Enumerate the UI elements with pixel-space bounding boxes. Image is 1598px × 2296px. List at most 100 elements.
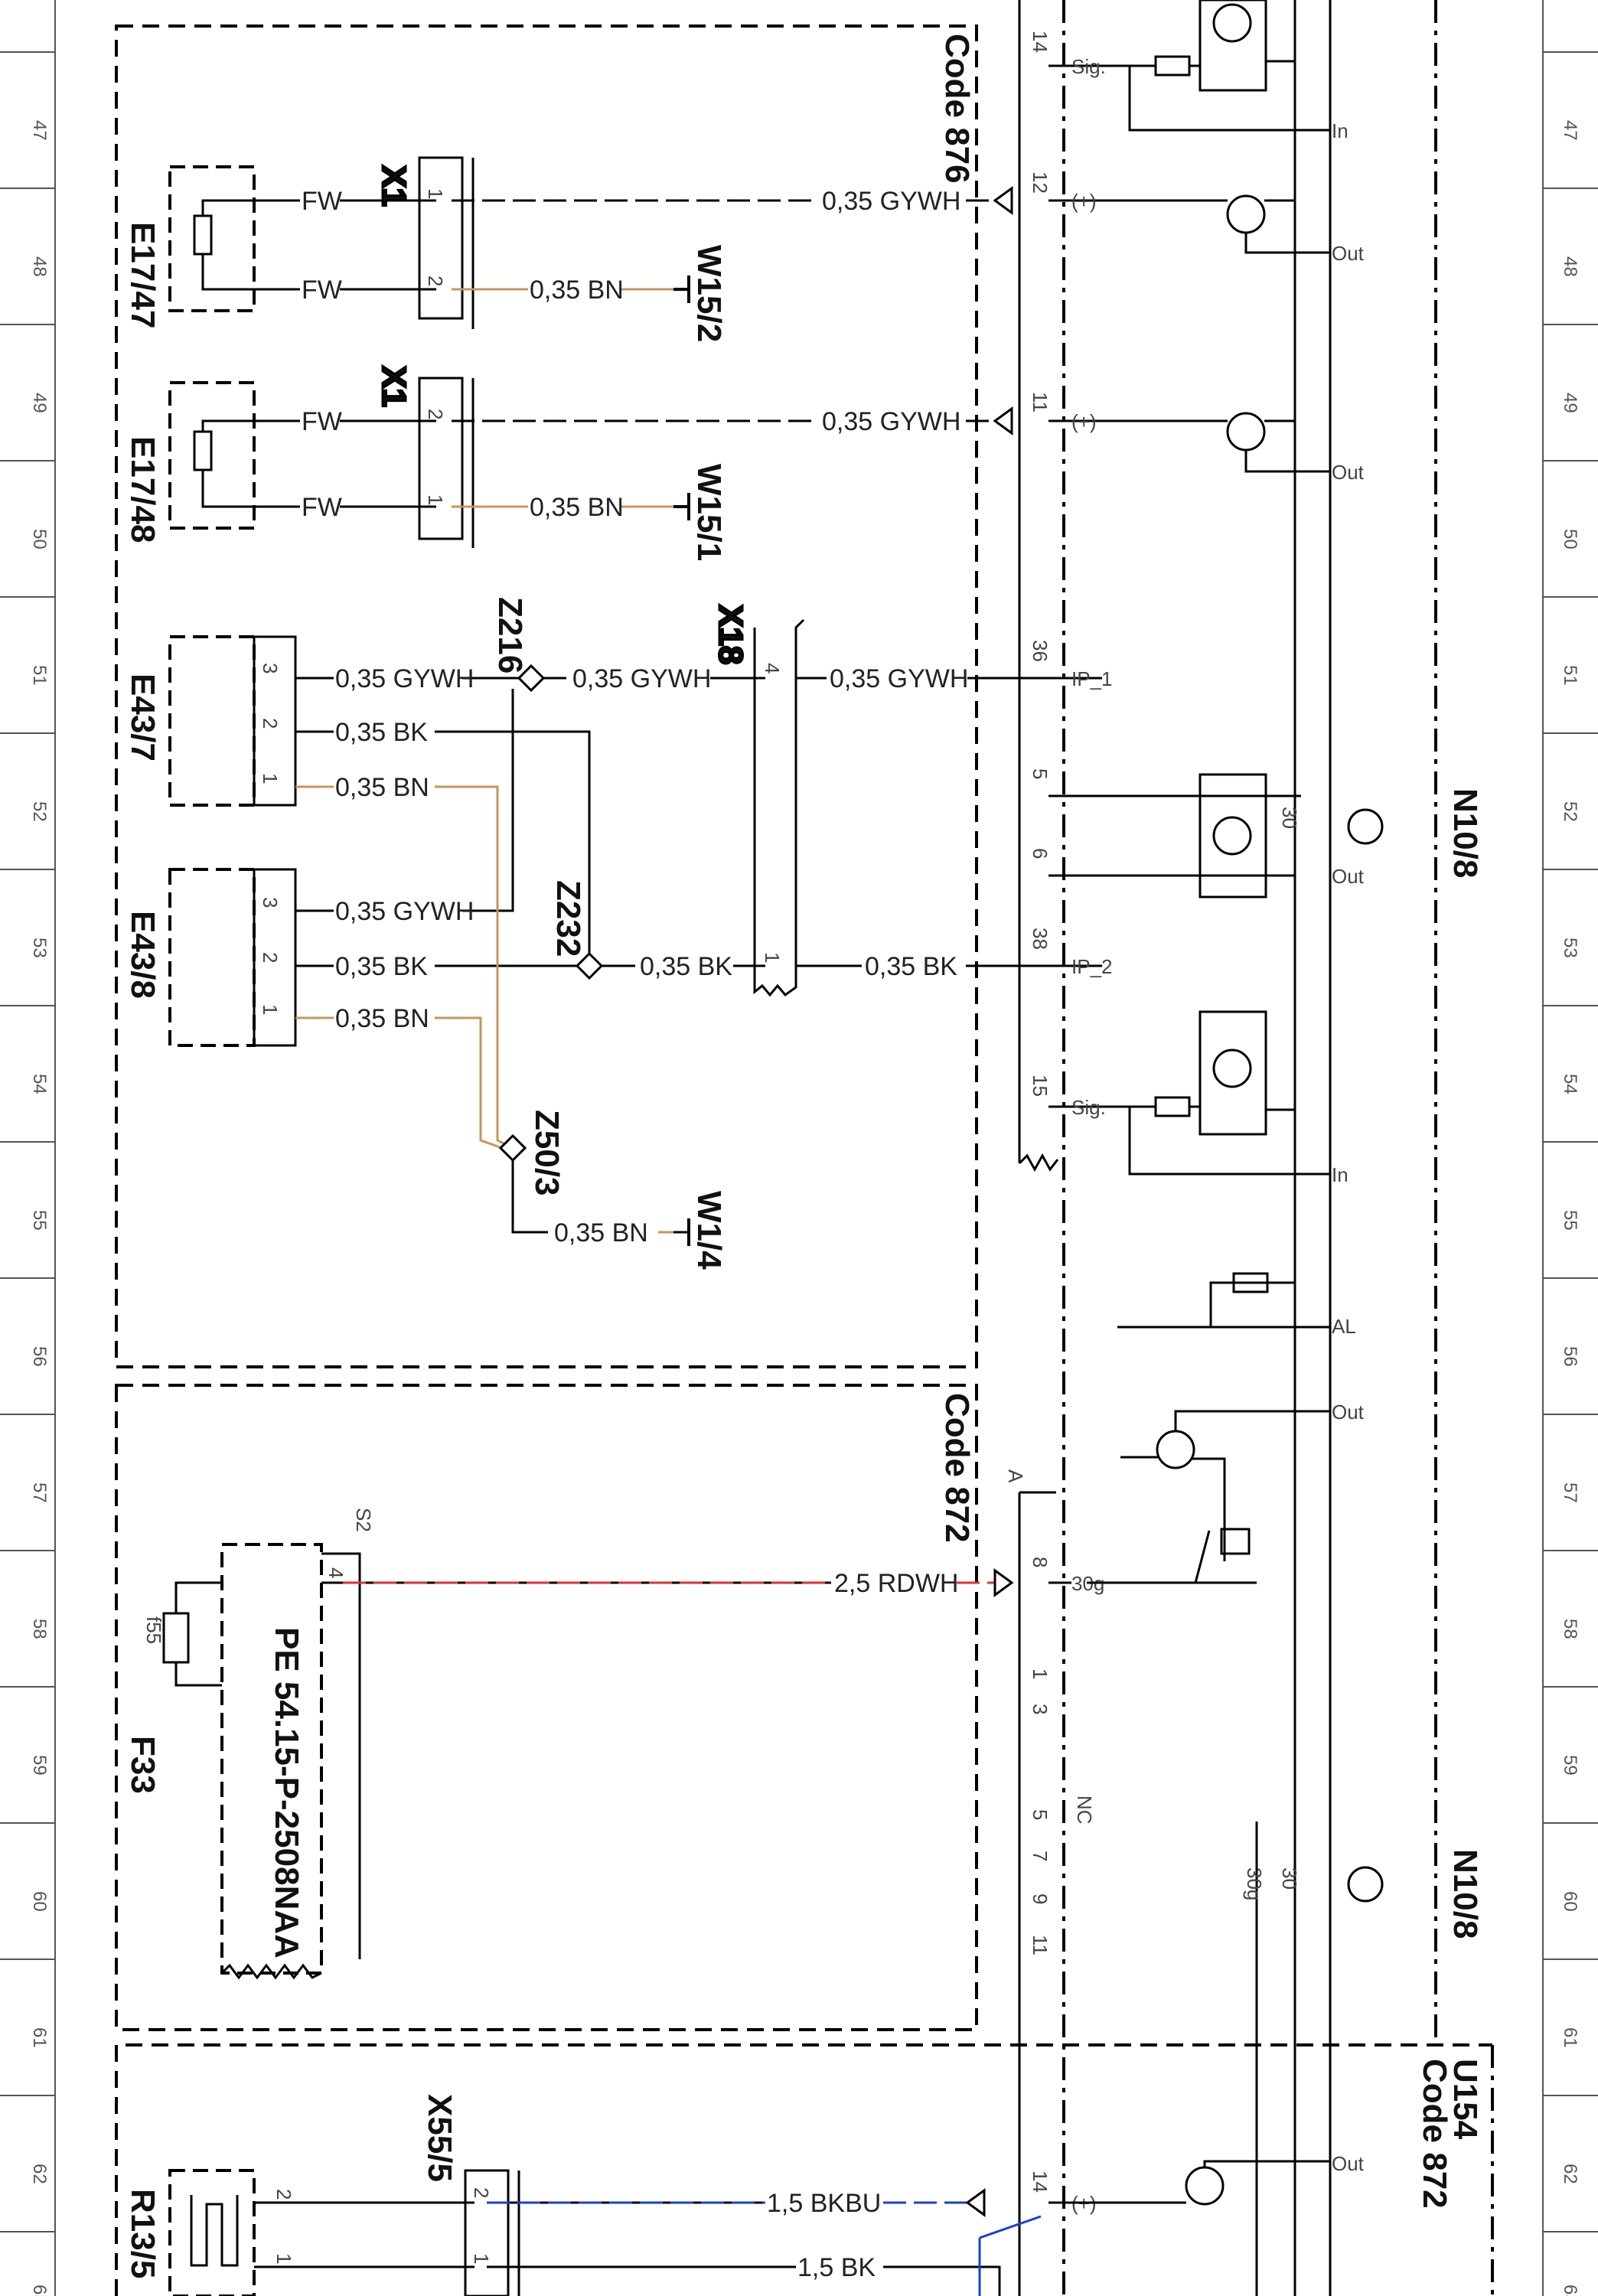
ground-symbols [673, 276, 690, 520]
ruler-number: 63 [29, 2285, 50, 2296]
z216-splice [517, 664, 546, 693]
connector-pin: 3 [259, 663, 282, 673]
e17-47-lamp: E17/47 [124, 165, 256, 328]
ruler-number: 47 [29, 120, 50, 141]
e43-8-label: E43/8 [124, 911, 161, 999]
x1-label-a: X1 [375, 165, 413, 207]
ruler-number: 48 [1560, 256, 1580, 277]
module-pin-stubs [1048, 64, 1301, 2204]
wire-label-bn: 0,35 BN [554, 1218, 648, 1247]
e17-48-label: E17/48 [124, 436, 161, 543]
ruler-number: 59 [29, 1755, 50, 1776]
connector-pin: 1 [259, 1004, 282, 1015]
n10-8-label: N10/8 [1446, 788, 1484, 878]
left-ruler-numbers: 47 48 49 50 51 52 53 54 55 56 57 58 59 6… [29, 120, 50, 2296]
wire-label-fw: FW [302, 276, 342, 305]
ruler-number: 56 [29, 1346, 50, 1367]
pin-number: 3 [1029, 1704, 1052, 1714]
ruler-number: 57 [29, 1482, 50, 1503]
ruler-number: 54 [29, 1074, 50, 1094]
e43-black-wires [295, 677, 1048, 1234]
bk15-wire [883, 2265, 1001, 2296]
connector-pin: 1 [259, 773, 282, 784]
ruler-number: 47 [1560, 120, 1580, 141]
wire-label-fw: FW [302, 407, 342, 436]
ruler-number: 57 [1560, 1482, 1580, 1503]
pe-reference: PE 54.15-P-2508NAA [268, 1627, 305, 1958]
e43-8-lamp: E43/8 [124, 868, 297, 1047]
x1-connector-b: X1 [374, 365, 475, 548]
wire-label-gywh: 0,35 GYWH [830, 664, 968, 693]
io-label-in: In [1332, 1163, 1349, 1186]
connector-pin: 1 [761, 952, 784, 963]
wire-label-fw: FW [302, 493, 342, 522]
u154-label: U154 [1446, 2059, 1484, 2140]
ruler-number: 51 [1560, 665, 1580, 686]
connector-pin: 2 [470, 2187, 493, 2198]
pin-function-nc: NC [1073, 1795, 1096, 1825]
pin-number: 12 [1029, 171, 1052, 194]
w15-1-label: W15/1 [690, 464, 728, 561]
ruler-number: 61 [29, 2027, 50, 2048]
wire-label-bn: 0,35 BN [335, 773, 429, 802]
ruler-number: 63 [1560, 2285, 1580, 2296]
code-872-label-middle: Code 872 [938, 1393, 976, 1543]
io-label-out: Out [1332, 2152, 1365, 2175]
io-label-out: Out [1332, 242, 1365, 265]
connector-pin: 4 [761, 663, 784, 673]
r13-5-label: R13/5 [124, 2189, 161, 2278]
n10-8-label: N10/8 [1446, 1849, 1484, 1939]
code-876-label: Code 876 [938, 34, 976, 184]
wire-label-bkbu: 1,5 BKBU [767, 2189, 881, 2218]
connector-pin: 4 [324, 1567, 347, 1578]
x55-5-connector [464, 2169, 520, 2296]
pin-number: 15 [1029, 1075, 1052, 1097]
pin-number: 11 [1029, 392, 1052, 413]
wire-label-bk15: 1,5 BK [797, 2253, 876, 2282]
left-ruler [0, 0, 56, 2296]
wire-label-bn: 0,35 BN [530, 276, 624, 305]
pin-function-sig: Sig. [1071, 1096, 1106, 1119]
pin-function-plus: (+) [1071, 410, 1097, 433]
fw-wires [254, 199, 436, 508]
e17-48-lamp: E17/48 [124, 381, 256, 543]
right-ruler-numbers: 47 48 49 50 51 52 53 54 55 56 57 58 59 6… [1560, 120, 1580, 2296]
r13-5-heater [168, 2169, 256, 2296]
pin-number: 5 [1029, 768, 1052, 779]
pin-number: 7 [1029, 1851, 1052, 1861]
e17-47-label: E17/47 [124, 222, 161, 328]
x1-connector-a: X1 [374, 156, 475, 329]
wire-label-bn: 0,35 BN [335, 1004, 429, 1033]
gywh-dashed-wires [452, 199, 998, 422]
x18-connector: X18 [711, 604, 805, 997]
z232-label: Z232 [550, 880, 587, 957]
connector-pin: 2 [259, 952, 282, 963]
pin-number: 14 [1029, 2170, 1052, 2193]
wire-label-gywh: 0,35 GYWH [572, 664, 711, 693]
z216-label: Z216 [491, 597, 529, 673]
pin-number: 1 [1029, 1668, 1052, 1679]
ruler-number: 53 [1560, 938, 1580, 958]
right-ruler [1542, 0, 1598, 2296]
pin-number: 11 [1029, 1935, 1052, 1955]
u154-frame [115, 2043, 1492, 2296]
code-872-frame [115, 1384, 978, 2031]
bus-label-30g: 30g [1243, 1867, 1266, 1900]
ruler-number: 49 [1560, 393, 1580, 413]
bn-ground-wires [452, 288, 673, 508]
connector-pin: 2 [272, 2189, 295, 2200]
e43-7-lamp: E43/7 [124, 635, 297, 807]
io-label-in: In [1332, 119, 1349, 142]
wire-label-gywh: 0,35 GYWH [335, 664, 474, 693]
connector-pin: 2 [424, 276, 447, 286]
arrow-marker [993, 186, 1013, 215]
ruler-number: 60 [29, 1891, 50, 1912]
x18-label: X18 [712, 605, 749, 664]
e43-7-label: E43/7 [124, 673, 161, 762]
a-label: A [1004, 1469, 1027, 1483]
connector-pin: 1 [470, 2253, 493, 2264]
connector-pin: 1 [272, 2253, 295, 2264]
pin-function-ip1: IP_1 [1071, 667, 1113, 690]
pin-number: 14 [1029, 31, 1052, 53]
